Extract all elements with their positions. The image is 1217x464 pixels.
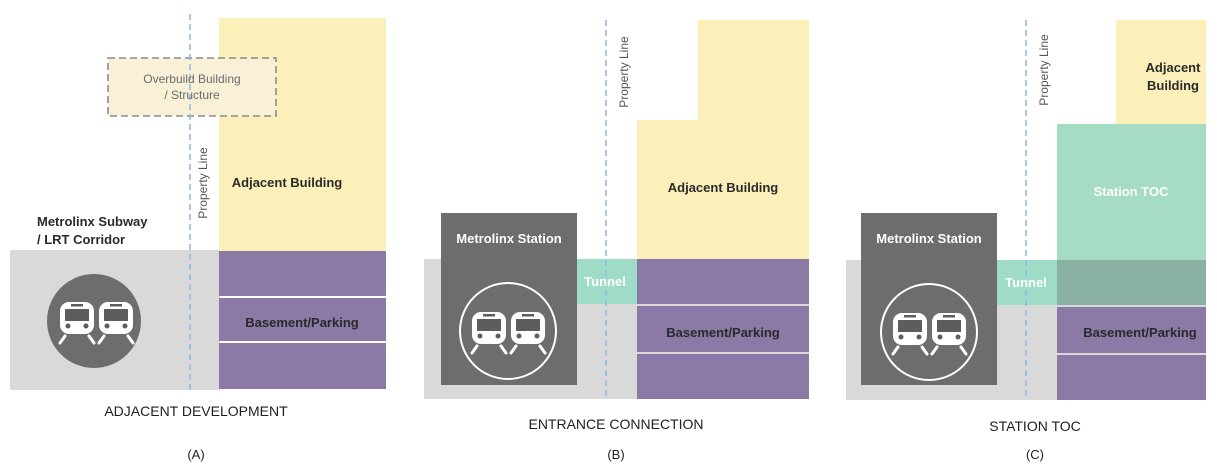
- basement-label: Basement/Parking: [1083, 325, 1196, 340]
- panel-caption: ENTRANCE CONNECTION: [528, 416, 703, 432]
- tunnel: [577, 259, 637, 304]
- station-label: Metrolinx Station: [876, 231, 982, 246]
- panel-letter: (B): [607, 447, 624, 462]
- adjacent-building: [1116, 20, 1206, 124]
- building-label: Adjacent Building: [232, 175, 343, 190]
- basement-level-3: [219, 343, 386, 389]
- panel-letter: (C): [1026, 447, 1044, 462]
- train-circle: [880, 283, 978, 381]
- tunnel: [997, 260, 1057, 305]
- adjacent-building: [219, 18, 386, 251]
- metrolinx-station: [441, 213, 577, 385]
- basement-level-2: [637, 306, 809, 352]
- corridor-label-2: / LRT Corridor: [37, 232, 125, 247]
- property-line-label: Property Line: [617, 36, 631, 108]
- basement-level-2: [1057, 307, 1206, 353]
- station-label: Metrolinx Station: [456, 231, 562, 246]
- building-label-1: Adjacent: [1146, 60, 1202, 75]
- panel-b: Metrolinx Station Tunnel Property Line A…: [424, 20, 809, 462]
- panel-a: Overbuild Building / Structure Property …: [10, 14, 386, 462]
- metrolinx-station: [861, 213, 997, 385]
- property-line-label: Property Line: [1037, 34, 1051, 106]
- corridor-label-1: Metrolinx Subway: [37, 214, 148, 229]
- building-label: Adjacent Building: [668, 180, 779, 195]
- basement-level-3: [1057, 355, 1206, 400]
- panel-letter: (A): [187, 447, 204, 462]
- overbuild-label-1: Overbuild Building: [143, 72, 240, 86]
- basement-level-1: [219, 251, 386, 296]
- basement-level-2: [219, 298, 386, 341]
- adjacent-building: [637, 20, 809, 259]
- building-label-2: Building: [1147, 78, 1199, 93]
- station-toc: [1057, 124, 1206, 260]
- tunnel-label: Tunnel: [584, 274, 626, 289]
- basement-label: Basement/Parking: [245, 315, 358, 330]
- basement-level-1: [637, 259, 809, 304]
- toc-label: Station TOC: [1094, 184, 1169, 199]
- tunnel-label: Tunnel: [1005, 275, 1047, 290]
- panel-c: Metrolinx Station Tunnel Property Line A…: [846, 20, 1206, 462]
- overbuild-label-2: / Structure: [164, 88, 220, 102]
- panel-caption: ADJACENT DEVELOPMENT: [104, 403, 288, 419]
- panel-caption: STATION TOC: [989, 418, 1081, 434]
- train-circle: [459, 282, 557, 380]
- basement-level-3: [637, 354, 809, 399]
- toc-tunnel-level: [1057, 260, 1206, 305]
- overbuild-structure: [107, 57, 277, 117]
- property-line-label: Property Line: [196, 147, 210, 219]
- basement-label: Basement/Parking: [666, 325, 779, 340]
